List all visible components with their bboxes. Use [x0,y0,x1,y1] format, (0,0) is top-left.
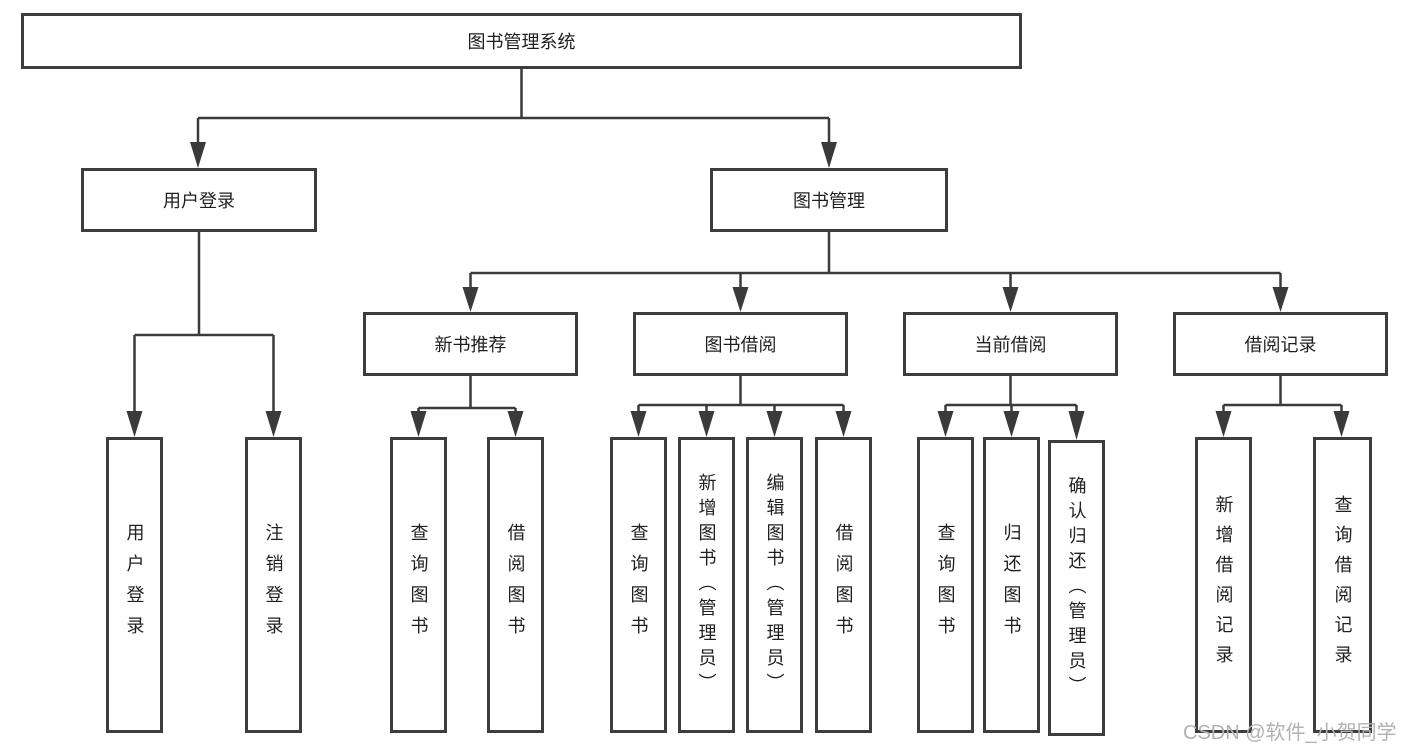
leaf-logout: 注销登录 [245,437,302,733]
node-label: 当前借阅 [974,335,1047,355]
leaf-nb-borrow-books: 借阅图书 [487,437,544,733]
node-label: 借阅图书 [505,523,526,647]
arrowhead [1002,287,1019,312]
arrowhead [1272,287,1289,312]
node-label: 新书推荐 [434,335,507,355]
leaf-bb-query-books: 查询图书 [610,437,667,733]
node-label: 注销登录 [263,523,284,647]
arrowhead [1003,411,1020,437]
node-label: 查询借阅记录 [1332,495,1353,675]
arrowhead [410,411,427,437]
node-label: 确认归还（管理员） [1066,475,1087,701]
node-book-borrow: 图书借阅 [633,312,848,376]
leaf-bb-borrow-books: 借阅图书 [815,437,872,733]
node-label: 归还图书 [1001,523,1022,647]
node-label: 新增图书（管理员） [696,472,717,698]
leaf-bb-edit-books-admin: 编辑图书（管理员） [746,437,803,733]
leaf-cb-return-books: 归还图书 [983,437,1040,733]
arrowhead [630,411,647,437]
arrowhead [126,411,143,437]
csdn-watermark: CSDN @软件_小贺同学 [1183,722,1397,744]
arrowhead [835,411,852,437]
leaf-cb-confirm-return-admin: 确认归还（管理员） [1048,440,1105,736]
node-label: 用户登录 [163,191,235,211]
leaf-rec-add-borrow-record: 新增借阅记录 [1195,437,1252,733]
arrowhead [698,411,715,437]
node-new-book-recommend: 新书推荐 [363,312,578,376]
node-label: 查询图书 [628,523,649,647]
leaf-cb-query-books: 查询图书 [917,437,974,733]
arrowhead [732,287,749,312]
arrowhead [462,287,479,312]
node-label: 借阅图书 [833,523,854,647]
node-book-management: 图书管理 [710,168,948,232]
leaf-rec-query-borrow-record: 查询借阅记录 [1313,437,1372,733]
node-label: 借阅记录 [1244,335,1317,355]
arrowhead [937,411,954,437]
arrowhead [507,411,524,437]
arrowhead [190,142,206,168]
node-user-login: 用户登录 [81,168,317,232]
node-label: 新增借阅记录 [1213,495,1234,675]
arrowhead [821,142,837,168]
node-borrow-records: 借阅记录 [1173,312,1388,376]
node-label: 图书借阅 [704,335,777,355]
arrowhead [1068,411,1085,440]
node-label: 编辑图书（管理员） [764,472,785,698]
leaf-bb-add-books-admin: 新增图书（管理员） [678,437,735,733]
node-label: 图书管理 [793,191,865,211]
node-label: 查询图书 [408,523,429,647]
node-label: 查询图书 [935,523,956,647]
node-library-management-system: 图书管理系统 [21,13,1022,69]
node-label: 用户登录 [124,523,145,647]
node-label: 图书管理系统 [467,32,576,52]
arrowhead [265,411,282,437]
leaf-nb-query-books: 查询图书 [390,437,447,733]
leaf-user-login: 用户登录 [106,437,163,733]
arrowhead [1215,411,1232,437]
arrowhead [1333,411,1350,437]
arrowhead [766,411,783,437]
node-current-borrow: 当前借阅 [903,312,1118,376]
